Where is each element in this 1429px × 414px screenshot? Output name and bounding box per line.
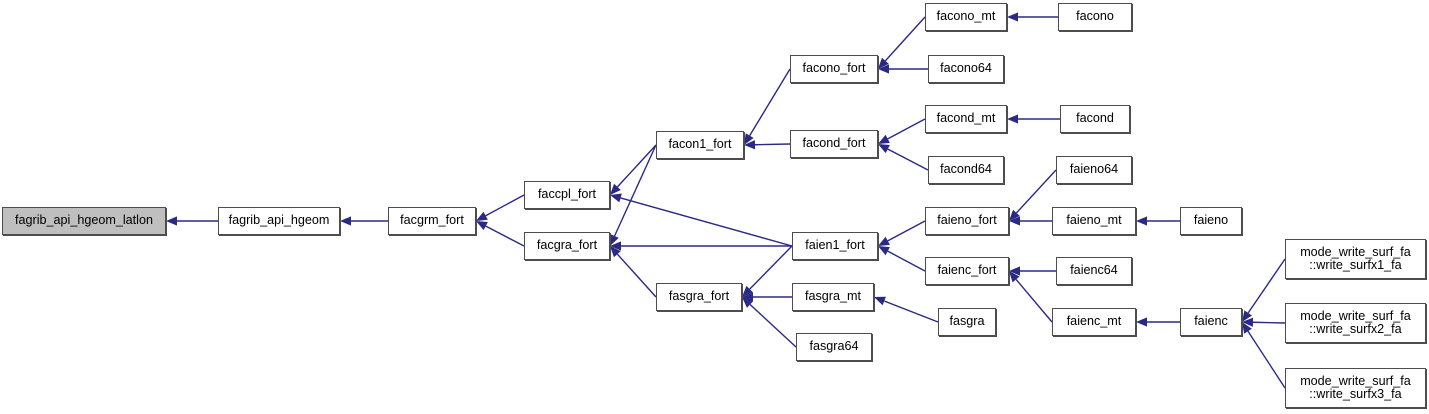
graph-node-faccpl_fort[interactable]: faccpl_fort [524, 181, 610, 209]
graph-node-fagrib_api_hgeom[interactable]: fagrib_api_hgeom [218, 207, 340, 235]
graph-node-facon1_fort[interactable]: facon1_fort [656, 131, 744, 159]
graph-node-label: facond [1076, 111, 1114, 126]
graph-node-facond64[interactable]: facond64 [928, 156, 1004, 184]
graph-edge-faieno_fort-to-faien1_fort [878, 220, 926, 246]
graph-node-label: faieno64 [1069, 162, 1119, 177]
graph-node-label: faien1_fort [805, 238, 865, 253]
graph-node-label: facond64 [940, 162, 992, 177]
graph-node-label: fasgra_mt [805, 289, 861, 304]
graph-node-fasgra_mt[interactable]: fasgra_mt [792, 283, 874, 311]
graph-node-label: facono_mt [936, 9, 996, 24]
graph-node-label: facon1_fort [668, 137, 732, 152]
graph-node-write_surfx2_fa[interactable]: mode_write_surf_fa ::write_surfx2_fa [1285, 303, 1426, 343]
graph-node-write_surfx3_fa[interactable]: mode_write_surf_fa ::write_surfx3_fa [1285, 368, 1426, 408]
graph-node-faienc64[interactable]: faienc64 [1056, 257, 1132, 285]
graph-node-label: mode_write_surf_fa ::write_surfx3_fa [1300, 373, 1411, 401]
graph-edge-facon1_fort-to-faccpl_fort [610, 144, 657, 195]
graph-edge-fasgra-to-fasgra_mt [874, 296, 939, 323]
graph-node-label: faienc_mt [1066, 314, 1122, 329]
graph-node-label: faienc64 [1070, 263, 1118, 278]
graph-node-label: fasgra64 [809, 339, 859, 354]
graph-node-facono[interactable]: facono [1058, 3, 1132, 31]
graph-node-fasgra_fort[interactable]: fasgra_fort [656, 283, 742, 311]
graph-node-faien1_fort[interactable]: faien1_fort [792, 232, 878, 260]
graph-node-faieno[interactable]: faieno [1180, 207, 1242, 235]
graph-node-facgrm_fort[interactable]: facgrm_fort [388, 207, 476, 235]
graph-node-label: facond_mt [936, 111, 996, 126]
graph-node-label: facono_fort [802, 61, 866, 76]
graph-node-faienc[interactable]: faienc [1180, 308, 1242, 336]
graph-node-faieno_fort[interactable]: faieno_fort [925, 207, 1009, 235]
graph-edge-facond64-to-facond_fort [878, 144, 929, 171]
graph-node-label: facono64 [940, 61, 992, 76]
graph-node-label: faienc_fort [937, 263, 997, 278]
graph-node-facond_fort[interactable]: facond_fort [790, 130, 878, 158]
graph-node-label: fasgra_fort [668, 289, 730, 304]
graph-node-label: faccpl_fort [537, 187, 597, 202]
graph-edge-facgrm_fort-to-fagrib_api_hgeom [340, 216, 388, 226]
graph-node-faienc_fort[interactable]: faienc_fort [925, 257, 1009, 285]
graph-node-faienc_mt[interactable]: faienc_mt [1052, 308, 1136, 336]
graph-node-label: faieno [1193, 213, 1229, 228]
graph-edge-fasgra_fort-to-facgra_fort [610, 246, 657, 298]
graph-edge-faieno-to-faieno_mt [1136, 216, 1180, 226]
graph-edge-facono_fort-to-facon1_fort [744, 68, 791, 145]
graph-edge-faien1_fort-to-faccpl_fort [610, 193, 793, 247]
graph-node-fasgra[interactable]: fasgra [938, 308, 996, 336]
graph-edge-facond-to-facond_mt [1007, 114, 1060, 124]
graph-node-facono_mt[interactable]: facono_mt [925, 3, 1007, 31]
graph-node-label: facgra_fort [536, 238, 598, 253]
graph-edge-faccpl_fort-to-facgrm_fort [476, 194, 525, 221]
graph-edge-faienc-to-faienc_mt [1136, 317, 1180, 327]
graph-node-fagrib_api_hgeom_latlon[interactable]: fagrib_api_hgeom_latlon [2, 207, 166, 235]
graph-edge-fasgra64-to-fasgra_fort [742, 297, 797, 348]
graph-node-facgra_fort[interactable]: facgra_fort [524, 232, 610, 260]
graph-edge-faieno64-to-faieno_fort [1009, 169, 1057, 221]
graph-edge-write_surfx1_fa-to-faienc [1242, 258, 1286, 322]
graph-node-label: facond_fort [802, 136, 866, 151]
graph-edge-facon1_fort-to-facgra_fort [610, 144, 657, 246]
graph-edge-facgra_fort-to-facgrm_fort [476, 221, 525, 247]
graph-edge-faienc64-to-faienc_fort [1009, 266, 1056, 276]
graph-node-fasgra64[interactable]: fasgra64 [796, 333, 872, 361]
graph-node-faieno64[interactable]: faieno64 [1056, 156, 1132, 184]
graph-edge-faieno_mt-to-faieno_fort [1009, 216, 1052, 226]
graph-node-label: facgrm_fort [400, 213, 464, 228]
graph-edge-facono_mt-to-facono_fort [878, 16, 926, 69]
graph-node-label: fagrib_api_hgeom_latlon [15, 213, 153, 228]
graph-edge-facond_fort-to-facon1_fort [744, 140, 791, 150]
graph-edge-write_surfx2_fa-to-faienc [1242, 317, 1286, 327]
graph-edge-faien1_fort-to-facgra_fort [610, 241, 792, 251]
graph-node-label: facono [1076, 9, 1114, 24]
graph-edge-facond_mt-to-facond_fort [878, 118, 926, 144]
graph-node-facono_fort[interactable]: facono_fort [790, 55, 878, 83]
graph-node-facond_mt[interactable]: facond_mt [925, 105, 1007, 133]
graph-node-label: faieno_mt [1066, 213, 1122, 228]
graph-node-label: mode_write_surf_fa ::write_surfx2_fa [1300, 308, 1411, 336]
graph-node-faieno_mt[interactable]: faieno_mt [1052, 207, 1136, 235]
graph-edge-fagrib_api_hgeom-to-fagrib_api_hgeom_latlon [166, 216, 218, 226]
graph-node-facond[interactable]: facond [1060, 105, 1130, 133]
graph-node-facono64[interactable]: facono64 [928, 55, 1004, 83]
graph-edge-write_surfx3_fa-to-faienc [1242, 322, 1286, 389]
graph-node-label: faienc [1194, 314, 1228, 329]
graph-edge-faien1_fort-to-fasgra_fort [742, 245, 793, 297]
graph-edge-faienc_mt-to-faienc_fort [1009, 271, 1053, 323]
graph-node-write_surfx1_fa[interactable]: mode_write_surf_fa ::write_surfx1_fa [1285, 239, 1426, 279]
graph-edge-facono64-to-facono_fort [878, 64, 928, 74]
graph-edge-fasgra_mt-to-fasgra_fort [742, 292, 792, 302]
graph-node-label: fagrib_api_hgeom [228, 213, 330, 228]
graph-node-label: fasgra [949, 314, 985, 329]
graph-node-label: mode_write_surf_fa ::write_surfx1_fa [1300, 244, 1411, 272]
graph-edge-facono-to-facono_mt [1007, 12, 1058, 22]
graph-edge-faienc_fort-to-faien1_fort [878, 246, 926, 272]
graph-node-label: faieno_fort [937, 213, 997, 228]
